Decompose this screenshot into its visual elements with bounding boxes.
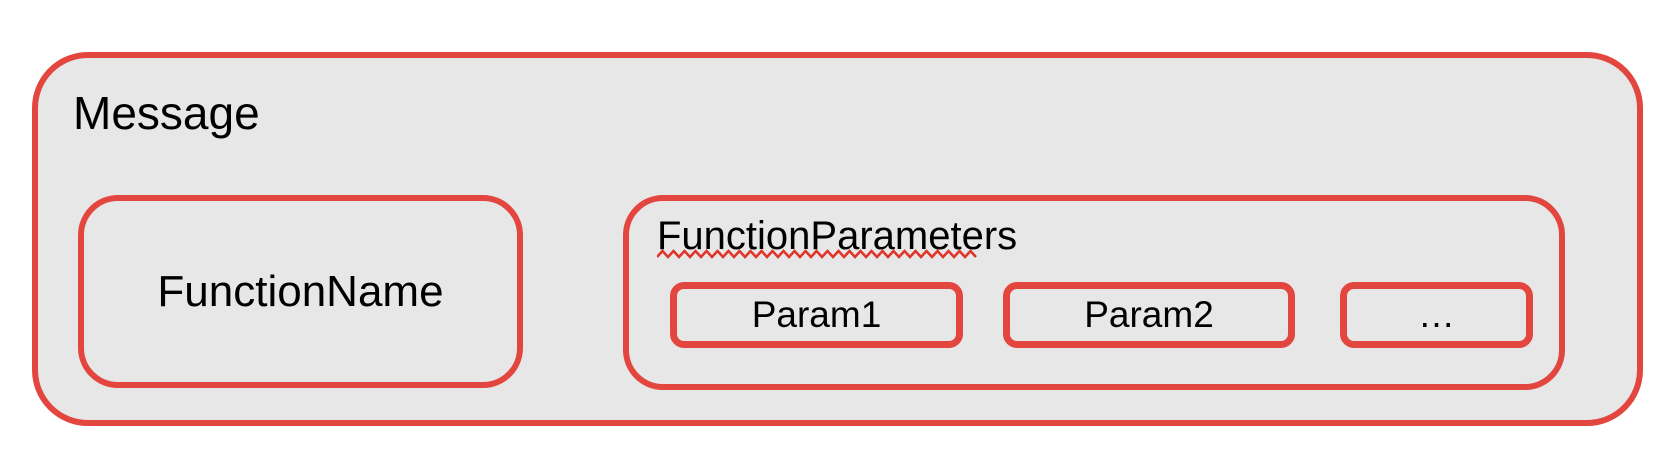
message-label: Message	[73, 87, 260, 139]
function-name-label: FunctionName	[157, 266, 444, 316]
param-ellipsis-label: …	[1418, 294, 1455, 335]
function-parameters-box: FunctionParameters Param1 Param2 …	[623, 195, 1565, 390]
param2-label: Param2	[1084, 294, 1214, 335]
function-name-box: FunctionName	[78, 195, 523, 388]
spellcheck-squiggle-underline	[657, 249, 977, 259]
message-box: Message FunctionName FunctionParameters …	[32, 52, 1643, 426]
param-ellipsis-box: …	[1340, 282, 1533, 348]
param2-box: Param2	[1003, 282, 1295, 348]
param1-label: Param1	[751, 294, 882, 335]
param1-box: Param1	[670, 282, 963, 348]
